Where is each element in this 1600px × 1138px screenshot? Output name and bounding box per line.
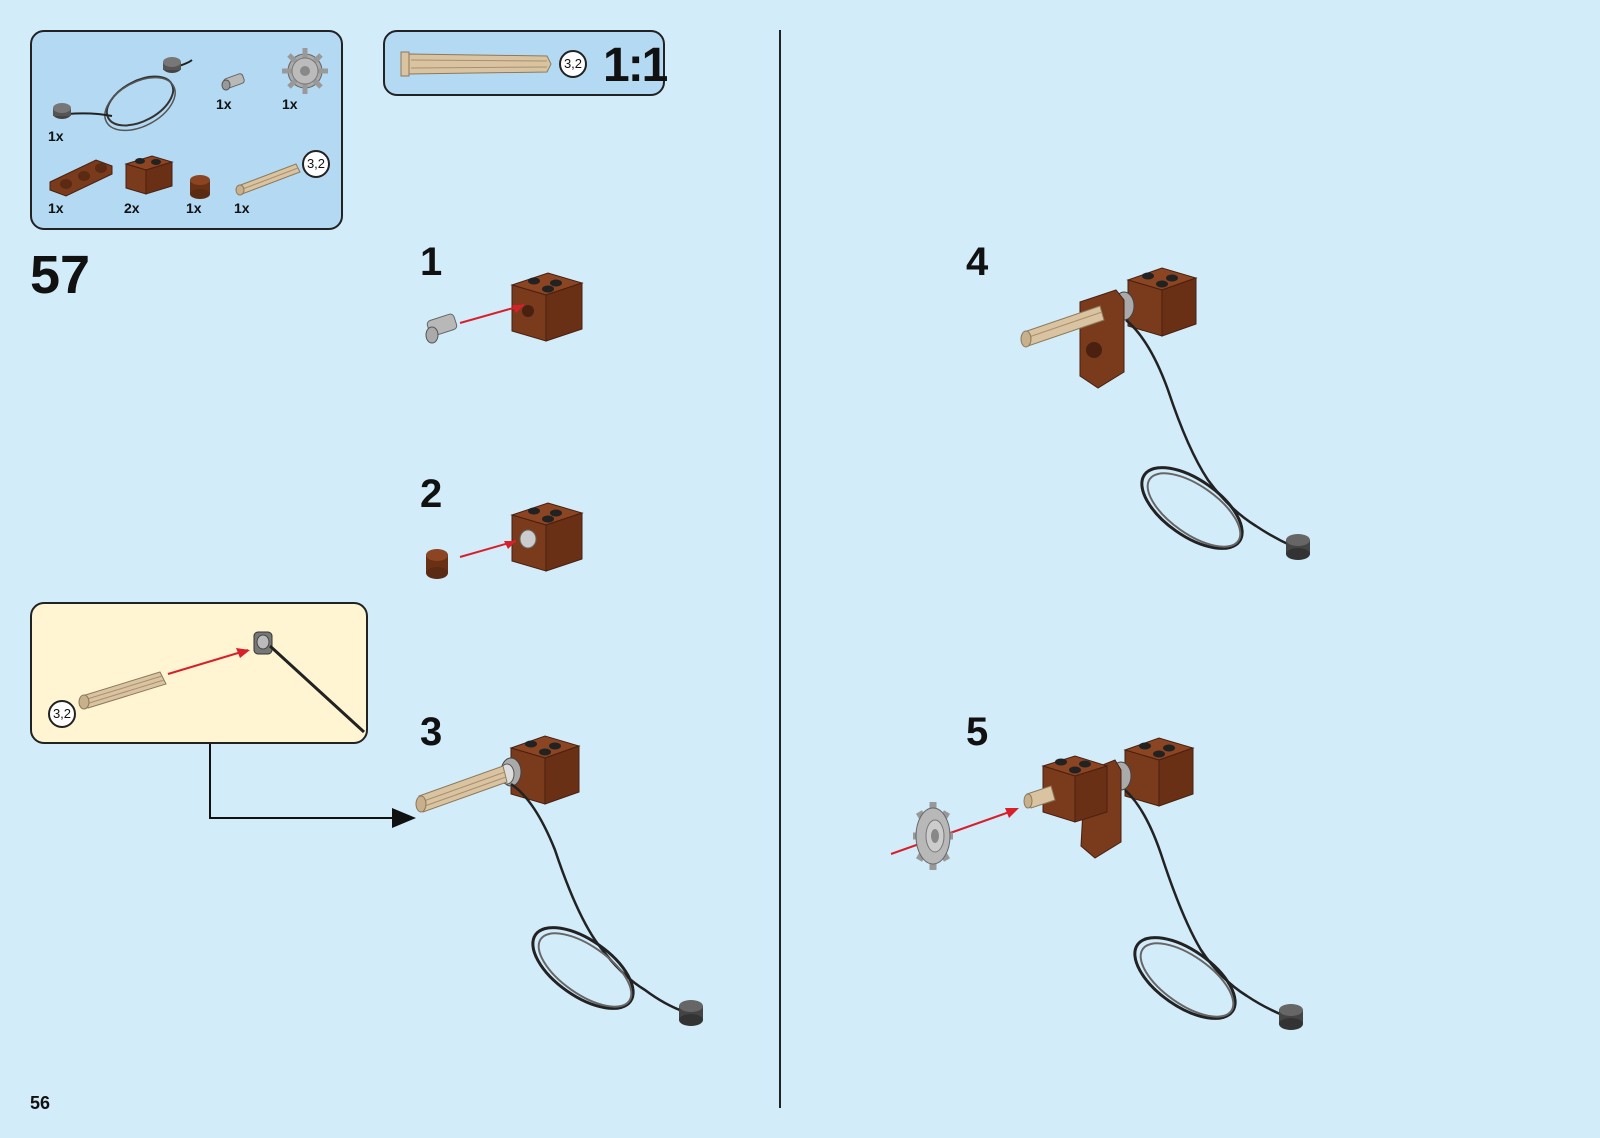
page-number: 56 [30,1093,50,1114]
substep-5-illustration [885,730,1345,1060]
substep-4-illustration [1020,260,1340,590]
substep-3-illustration [415,730,735,1060]
substep-label: 4 [966,240,988,285]
page-divider [779,30,781,1108]
